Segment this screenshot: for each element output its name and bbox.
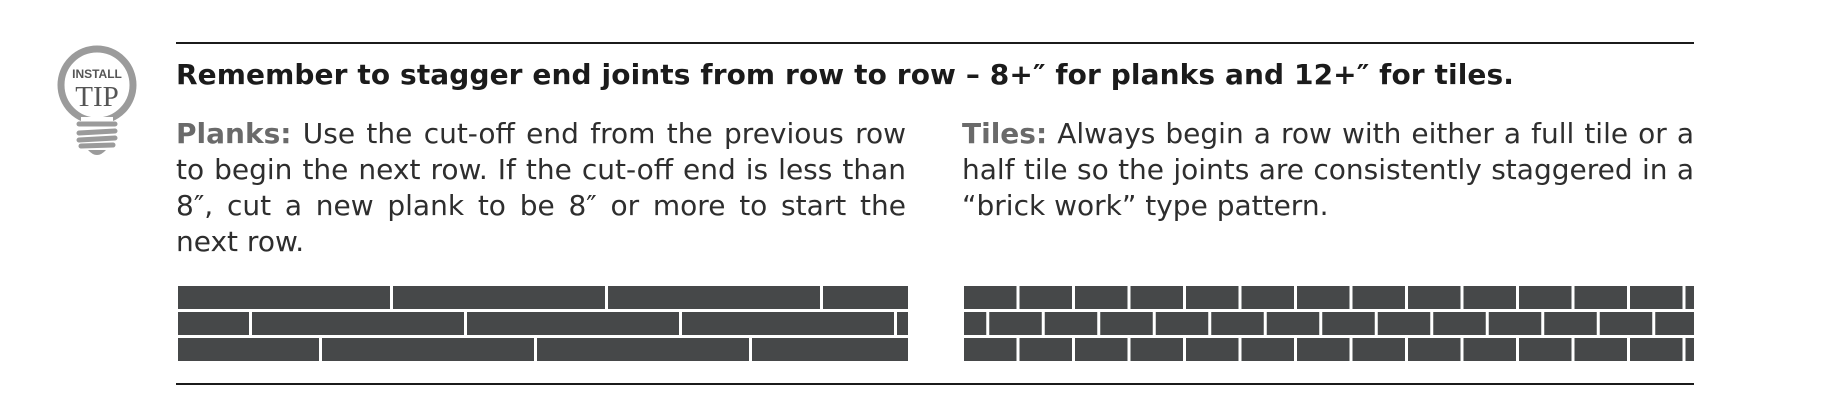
planks-paragraph: Planks: Use the cut-off end from the pre… [176, 116, 906, 260]
tile [1100, 312, 1153, 335]
badge-tip-label: TIP [75, 81, 119, 113]
tile [1130, 286, 1183, 309]
tile [964, 286, 1017, 309]
tile [1599, 312, 1653, 335]
plank-board [178, 312, 249, 335]
tile [1544, 312, 1597, 335]
tile [1297, 286, 1350, 309]
plank-board [752, 338, 908, 361]
tile [1266, 312, 1320, 335]
plank-board [608, 286, 820, 309]
tile [1352, 338, 1405, 361]
tile [1186, 338, 1239, 361]
tile [1519, 338, 1572, 361]
plank-board [393, 286, 605, 309]
tile [1155, 312, 1209, 335]
tiles-text: Always begin a row with either a full ti… [962, 117, 1694, 222]
headline: Remember to stagger end joints from row … [176, 58, 1515, 91]
tile [1488, 312, 1542, 335]
tile [989, 312, 1042, 335]
tile [1130, 338, 1183, 361]
tile [1519, 286, 1572, 309]
planks-stagger-diagram [178, 286, 908, 366]
tile [1433, 312, 1486, 335]
plank-board [823, 286, 908, 309]
plank-board [178, 286, 390, 309]
plank-board [322, 338, 534, 361]
planks-lead: Planks: [176, 117, 292, 150]
tile [1463, 286, 1516, 309]
tile [1322, 312, 1375, 335]
plank-board [897, 312, 908, 335]
tile [1463, 338, 1516, 361]
plank-board [178, 338, 319, 361]
tiles-lead: Tiles: [962, 117, 1048, 150]
tile [1655, 312, 1694, 335]
tile [1574, 338, 1627, 361]
badge-install-label: INSTALL [72, 67, 122, 81]
tile [1685, 286, 1694, 309]
tile [1408, 286, 1461, 309]
plank-board [682, 312, 894, 335]
tile [1297, 338, 1350, 361]
tile [1574, 286, 1627, 309]
plank-board [252, 312, 464, 335]
tile [1352, 286, 1405, 309]
tile [1186, 286, 1239, 309]
tile [1241, 286, 1294, 309]
tile [1685, 338, 1694, 361]
tiles-stagger-diagram [964, 286, 1694, 366]
tile [964, 312, 987, 335]
plank-board [467, 312, 679, 335]
tile [1630, 338, 1683, 361]
tile [1211, 312, 1264, 335]
tile [1241, 338, 1294, 361]
tile [1630, 286, 1683, 309]
bottom-rule [176, 383, 1694, 385]
tile [1019, 286, 1072, 309]
tile [1019, 338, 1072, 361]
tile [1075, 286, 1128, 309]
tile [1044, 312, 1098, 335]
tile [1408, 338, 1461, 361]
tiles-paragraph: Tiles: Always begin a row with either a … [962, 116, 1694, 224]
tile [1075, 338, 1128, 361]
top-rule [176, 42, 1694, 44]
tile [964, 338, 1017, 361]
lightbulb-icon: INSTALL TIP [57, 45, 137, 155]
tile [1377, 312, 1431, 335]
planks-text: Use the cut-off end from the previous ro… [176, 117, 906, 258]
plank-board [537, 338, 749, 361]
